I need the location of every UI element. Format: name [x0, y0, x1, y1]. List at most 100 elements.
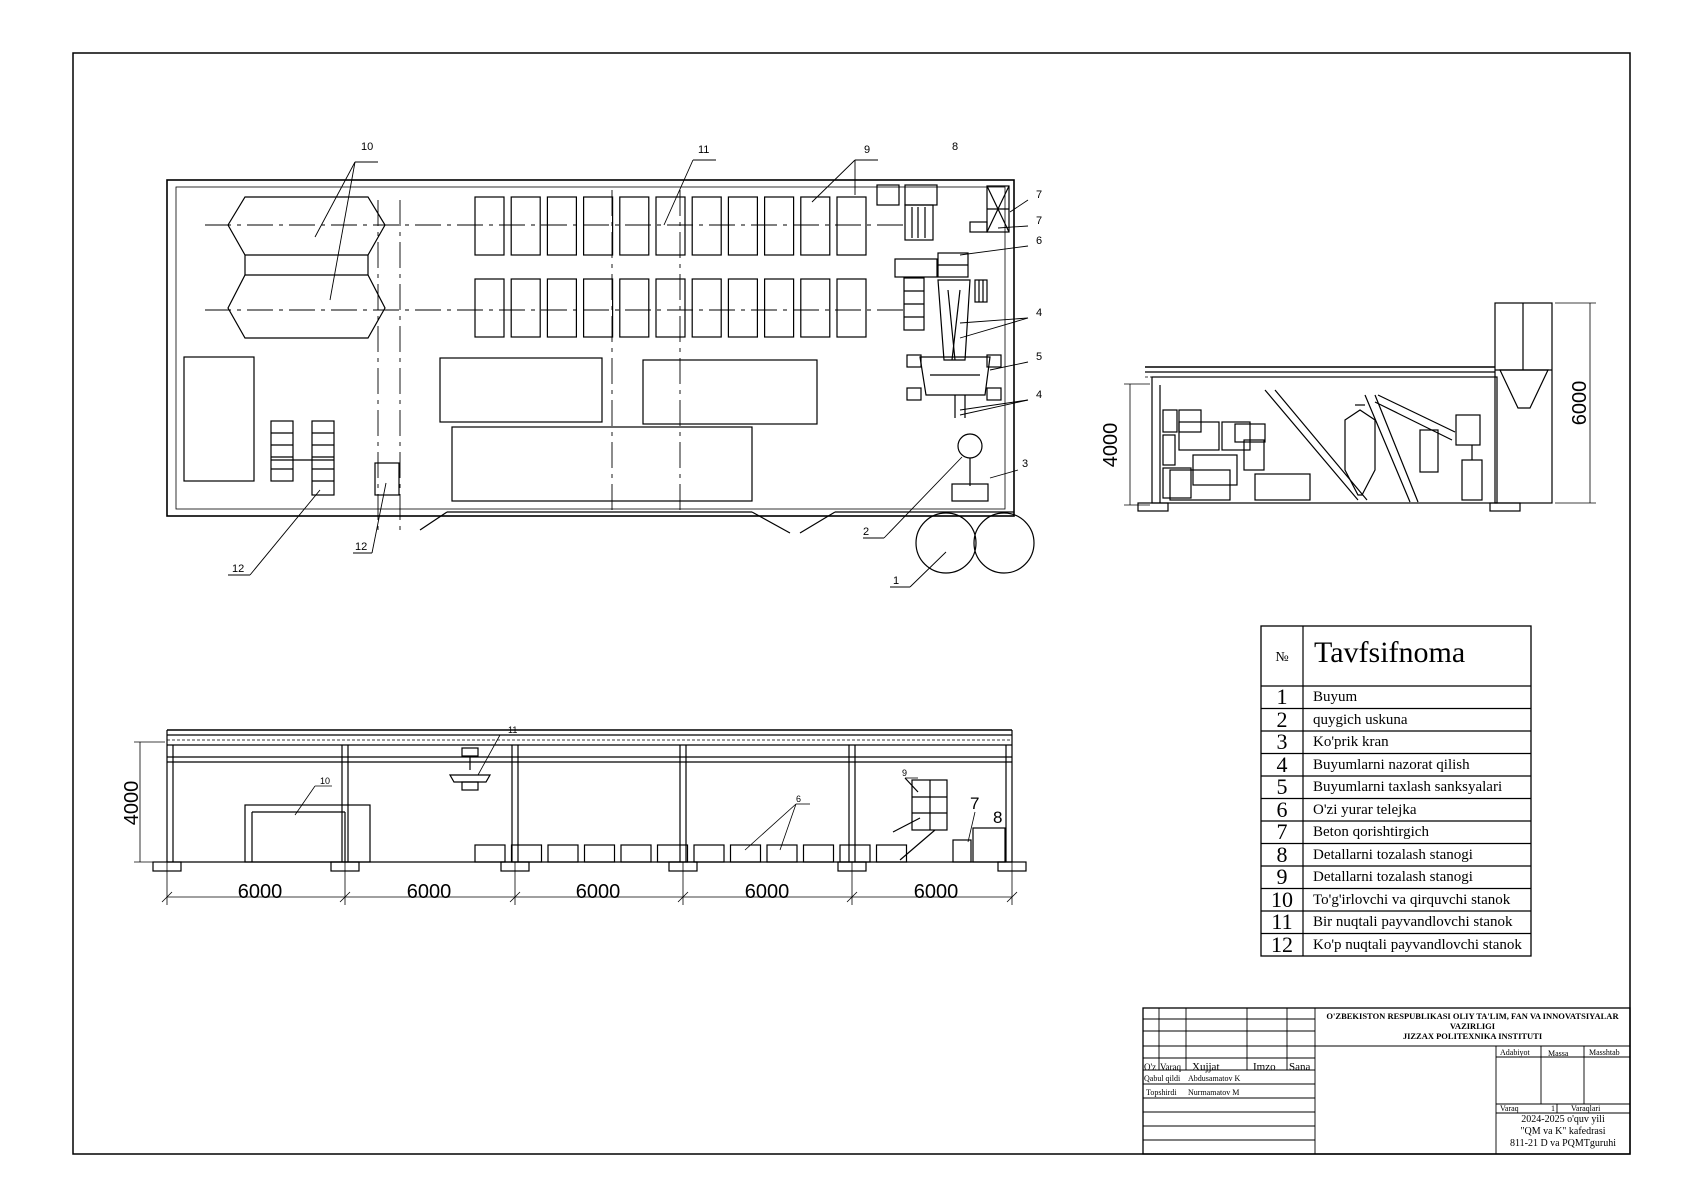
section-callout-9: 9: [902, 768, 907, 778]
plan-leaders: [228, 159, 1029, 588]
section-mould-9: [766, 844, 798, 863]
section-callout-10: 10: [320, 776, 330, 786]
spec-row-number: 8: [1276, 841, 1288, 867]
span-tick-mark-4: [677, 891, 689, 903]
mould-top-11: [836, 196, 867, 256]
section-height-dim: 4000: [121, 781, 143, 826]
spec-row-number: 12: [1271, 931, 1293, 957]
spec-row-number: 7: [1276, 819, 1288, 844]
section-mould-7: [693, 844, 725, 863]
welding-grid-a: [270, 420, 335, 496]
section-callout-6: 6: [796, 794, 801, 804]
spec-row-name: Bir nuqtali payvandlovchi stanok: [1313, 914, 1513, 930]
span-tick-mark-3: [509, 891, 521, 903]
title-block-grid: [1142, 1007, 1631, 1155]
mould-bottom-3: [546, 278, 578, 338]
mould-top-7: [691, 196, 722, 256]
spec-row-number: 9: [1276, 864, 1288, 889]
col-imzo: Imzo: [1253, 1061, 1276, 1073]
span-dim-3: 6000: [576, 881, 621, 903]
mould-bottom-7: [691, 278, 722, 338]
gates: [419, 511, 1014, 534]
product-1-a: [915, 512, 977, 574]
plan-callout-12a: 12: [232, 563, 244, 575]
mould-top-6: [655, 196, 686, 256]
section-view: 4000 6000 6000 6000 6000 6000 11 10 6 9 …: [121, 725, 1027, 905]
plan-inner-wall: [175, 186, 1006, 510]
section-mould-12: [875, 844, 908, 863]
group: 811-21 D va PQMTguruhi: [1509, 1138, 1616, 1149]
spec-row-name: Ko'p nuqtali payvandlovchi stanok: [1313, 936, 1522, 953]
section-mould-1: [474, 844, 506, 863]
section-mould-3: [547, 844, 579, 863]
org-line-3: JIZZAX POLITEXNIKA INSTITUTI: [1402, 1031, 1543, 1041]
plan-callout-12b: 12: [355, 541, 367, 553]
span-tick-mark-1: [161, 891, 173, 903]
plan-outer-wall: [166, 179, 1015, 517]
mould-top-10: [800, 196, 831, 256]
straightening-machine-b: [227, 274, 386, 339]
storage-area-1: [439, 357, 603, 423]
straightening-machine-a: [227, 196, 386, 256]
spec-row-number: 3: [1276, 729, 1288, 754]
mould-bottom-11: [836, 278, 867, 338]
side-dimensions: [1124, 302, 1596, 506]
spec-row-name: Buyumlarni taxlash sanksyalari: [1313, 779, 1503, 795]
label-varaqlari: Varaqlari: [1571, 1104, 1601, 1113]
section-machine-10: [244, 804, 371, 863]
spec-row-number: 5: [1276, 774, 1288, 799]
mould-bottom-2: [510, 278, 541, 338]
section-machine-9: [892, 777, 948, 861]
spec-row-name: quygich uskuna: [1313, 711, 1408, 728]
side-view: 4000 6000: [1100, 302, 1596, 512]
side-equipment-left: [1162, 409, 1311, 501]
plan-callout-6: 6: [1036, 235, 1042, 247]
mould-top-3: [546, 196, 578, 256]
plan-callout-10: 10: [361, 141, 373, 153]
org-line-1: O'ZBEKISTON RESPUBLIKASI OLIY TA'LIM, FA…: [1326, 1011, 1619, 1021]
spec-row: 12 Ko'p nuqtali payvandlovchi stanok: [1261, 931, 1529, 957]
plan-callout-1: 1: [893, 575, 899, 587]
plan-callout-9: 9: [864, 144, 870, 156]
spec-row-name: Beton qorishtirgich: [1313, 824, 1429, 840]
col-sana: Sana: [1289, 1061, 1311, 1073]
label-masshtab: Masshtab: [1589, 1048, 1620, 1057]
section-mould-6: [656, 844, 689, 863]
spec-row-name: Detallarni tozalash stanogi: [1313, 869, 1473, 885]
col-xujjat: Xujjat: [1192, 1061, 1220, 1073]
org-line-2: VAZIRLIGI: [1449, 1021, 1496, 1031]
welding-machine-12: [374, 462, 400, 496]
section-columns: [341, 745, 856, 862]
section-crane-11: [448, 747, 492, 791]
submitted-label: Topshirdi: [1146, 1088, 1177, 1097]
spec-row-number: 2: [1276, 706, 1288, 732]
section-mould-5: [620, 844, 652, 863]
sheet-frame: [72, 52, 1631, 1155]
label-massa: Massa: [1548, 1049, 1569, 1058]
section-mixer-7: [952, 839, 972, 863]
label-adabiyot: Adabiyot: [1500, 1048, 1530, 1057]
spec-row-name: To'g'irlovchi va qirquvchi stanok: [1313, 891, 1511, 908]
span-dim-1: 6000: [238, 881, 283, 903]
inspection-frame: [906, 279, 1002, 418]
side-equipment-mixer: [1264, 389, 1483, 503]
section-callout-7: 7: [970, 794, 979, 813]
mixing-unit: [876, 184, 1010, 331]
label-varaq: Varaq: [1500, 1104, 1519, 1113]
plan-callout-7a: 7: [1036, 189, 1042, 201]
mould-top-5: [619, 196, 650, 256]
section-dimensions: [134, 741, 1012, 898]
section-mould-8: [729, 844, 762, 863]
plan-callout-4a: 4: [1036, 307, 1042, 319]
mould-bottom-10: [800, 278, 831, 338]
col-oz: O'z: [1144, 1062, 1157, 1072]
mould-top-1: [474, 196, 505, 256]
mould-top-2: [510, 196, 541, 256]
pouring-device-2: [957, 433, 983, 459]
side-footing-left: [1137, 502, 1169, 512]
